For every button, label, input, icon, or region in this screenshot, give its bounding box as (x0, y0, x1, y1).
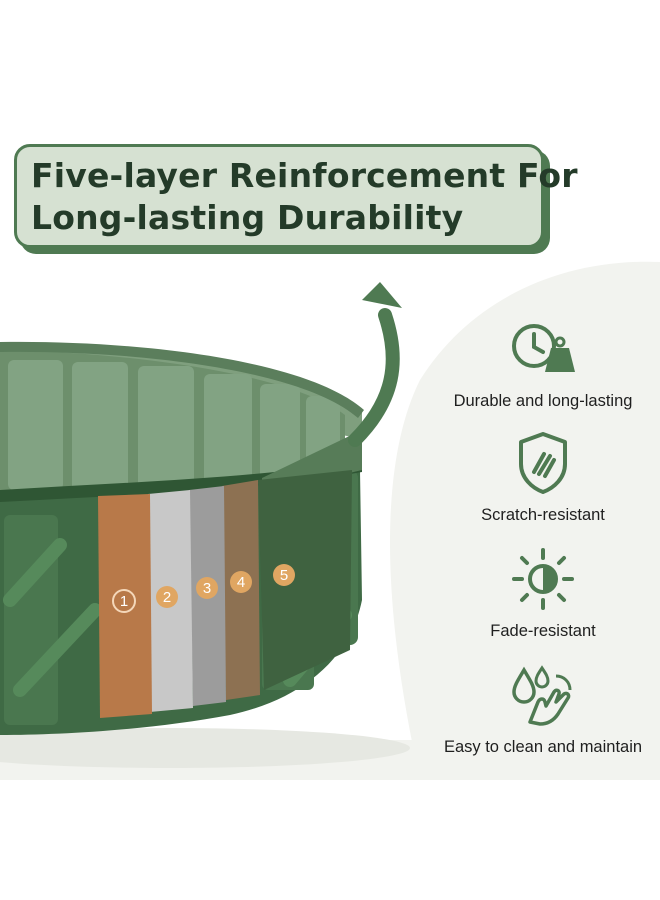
layer-badge-3-number: 3 (203, 580, 211, 597)
feature-scratch: Scratch-resistant (430, 430, 656, 525)
layer-badge-2-number: 2 (163, 589, 171, 606)
feature-scratch-label: Scratch-resistant (481, 506, 605, 524)
pool-shadow (0, 728, 410, 768)
headline-banner: Five-layer Reinforcement For Long-lastin… (14, 144, 578, 254)
layer-badge-4: 4 (230, 571, 252, 593)
pool-top-rim (0, 341, 364, 418)
feature-durable-label: Durable and long-lasting (453, 392, 633, 410)
headline-line-2: Long-lasting Durability (31, 198, 464, 237)
feature-clean: Easy to clean and maintain (430, 662, 656, 757)
inner-wall-panels (8, 360, 340, 492)
layer-1-strip (98, 494, 152, 718)
feature-durable: Durable and long-lasting (430, 316, 656, 411)
curved-arrow-icon (348, 282, 402, 447)
feature-panel-background (390, 261, 660, 780)
layer-badge-5-number: 5 (280, 567, 288, 584)
clock-weight-icon (512, 324, 575, 372)
sun-fade-icon (512, 548, 574, 610)
headline-banner-face: Five-layer Reinforcement For Long-lastin… (14, 144, 578, 248)
layer-badge-5: 5 (273, 564, 295, 586)
layer-badge-1-number: 1 (120, 593, 128, 610)
layer-badge-2: 2 (156, 586, 178, 608)
feature-fade-label: Fade-resistant (490, 622, 596, 640)
layer-5-strip (258, 470, 352, 690)
water-hand-clean-icon (512, 665, 572, 726)
layer-badge-4-number: 4 (237, 574, 245, 591)
layer-badges: 1 2 3 4 5 (112, 564, 295, 613)
layer-badge-3: 3 (196, 577, 218, 599)
shield-scratch-icon (519, 432, 567, 494)
headline-line-1: Five-layer Reinforcement For (31, 156, 578, 195)
feature-fade: Fade-resistant (430, 546, 656, 641)
feature-clean-label: Easy to clean and maintain (443, 738, 643, 756)
layer-badge-1: 1 (112, 589, 136, 613)
pool-edge-band (0, 460, 362, 502)
